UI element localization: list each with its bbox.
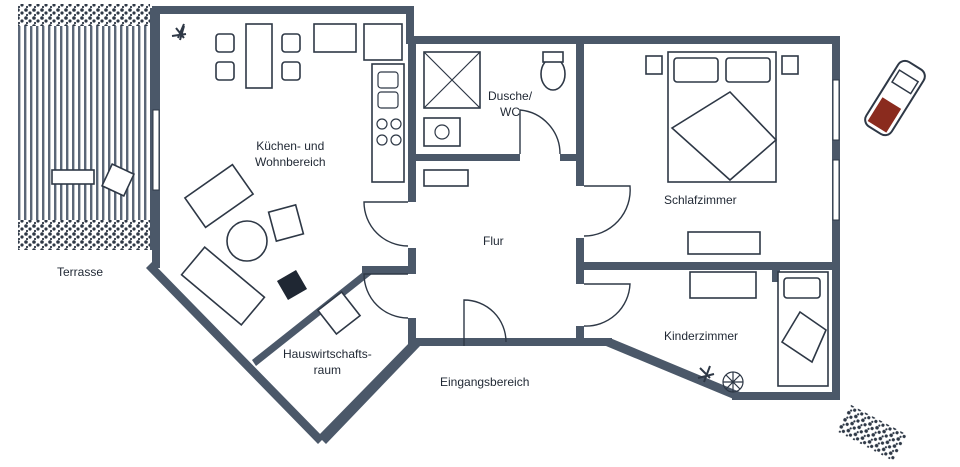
bedroom-label: Schlafzimmer xyxy=(664,193,737,207)
kitchen-furniture xyxy=(171,23,405,326)
stove-icon xyxy=(376,134,388,146)
wardrobe xyxy=(687,231,761,255)
bathroom-furniture xyxy=(423,51,566,147)
terrace-gravel-bottom xyxy=(18,220,150,250)
sink-icon xyxy=(377,71,399,89)
washing-machine xyxy=(316,290,362,336)
bedroom-furniture xyxy=(645,51,799,255)
kitchen-label: Küchen- und Wohnbereich xyxy=(255,138,326,170)
stove-icon xyxy=(376,118,388,130)
terrace-table xyxy=(51,169,95,185)
kitchen-label-line1: Küchen- und xyxy=(256,139,325,153)
tv-chair xyxy=(276,269,308,301)
door-entrance xyxy=(463,299,507,346)
hall-furniture xyxy=(423,169,469,187)
stove-icon xyxy=(390,134,402,146)
door-kitchen xyxy=(363,201,409,247)
kids-label: Kinderzimmer xyxy=(664,329,739,343)
round-table xyxy=(226,220,268,262)
dining-chair xyxy=(281,33,301,53)
gravel-patch xyxy=(836,404,908,462)
entrance-label: Eingangsbereich xyxy=(440,375,530,389)
door-utility xyxy=(363,273,409,319)
fridge xyxy=(363,23,403,61)
utility-label-line1: Hauswirtschafts- xyxy=(283,347,372,361)
car-icon xyxy=(864,59,926,137)
terrace-gravel-top xyxy=(18,4,150,26)
terrace-decking xyxy=(18,26,150,220)
kids-furniture xyxy=(689,271,829,393)
utility-label-line2: raum xyxy=(313,363,342,377)
nightstand xyxy=(781,55,799,75)
kitchen-label-line2: Wohnbereich xyxy=(255,155,326,169)
dining-chair xyxy=(215,61,235,81)
dining-chair xyxy=(215,33,235,53)
terrace xyxy=(18,4,157,250)
hall-label: Flur xyxy=(483,234,504,248)
hall-shelf xyxy=(423,169,469,187)
terrace-label: Terrasse xyxy=(57,265,104,279)
walls xyxy=(146,6,840,444)
dining-table xyxy=(245,23,273,89)
nightstand xyxy=(645,55,663,75)
shower-label: Dusche/ WC xyxy=(488,88,532,120)
door-shower xyxy=(519,109,561,155)
dining-chair xyxy=(281,61,301,81)
door-kids xyxy=(583,283,631,327)
sink-icon xyxy=(377,91,399,109)
sideboard xyxy=(313,23,357,53)
shower-label-line2: WC xyxy=(500,105,521,119)
armchair xyxy=(183,163,255,229)
utility-label: Hauswirtschafts- raum xyxy=(283,346,372,378)
plant-icon xyxy=(171,23,187,41)
desk xyxy=(689,271,757,299)
stove-icon xyxy=(390,118,402,130)
terrace-chair xyxy=(100,162,136,198)
shower-label-line1: Dusche/ xyxy=(488,89,533,103)
doors xyxy=(363,109,631,346)
washbasin xyxy=(423,117,461,147)
sofa xyxy=(180,246,266,326)
door-bedroom xyxy=(583,185,631,237)
plant-icon xyxy=(697,365,715,383)
utility-furniture xyxy=(316,290,362,336)
coffee-table xyxy=(267,203,305,243)
